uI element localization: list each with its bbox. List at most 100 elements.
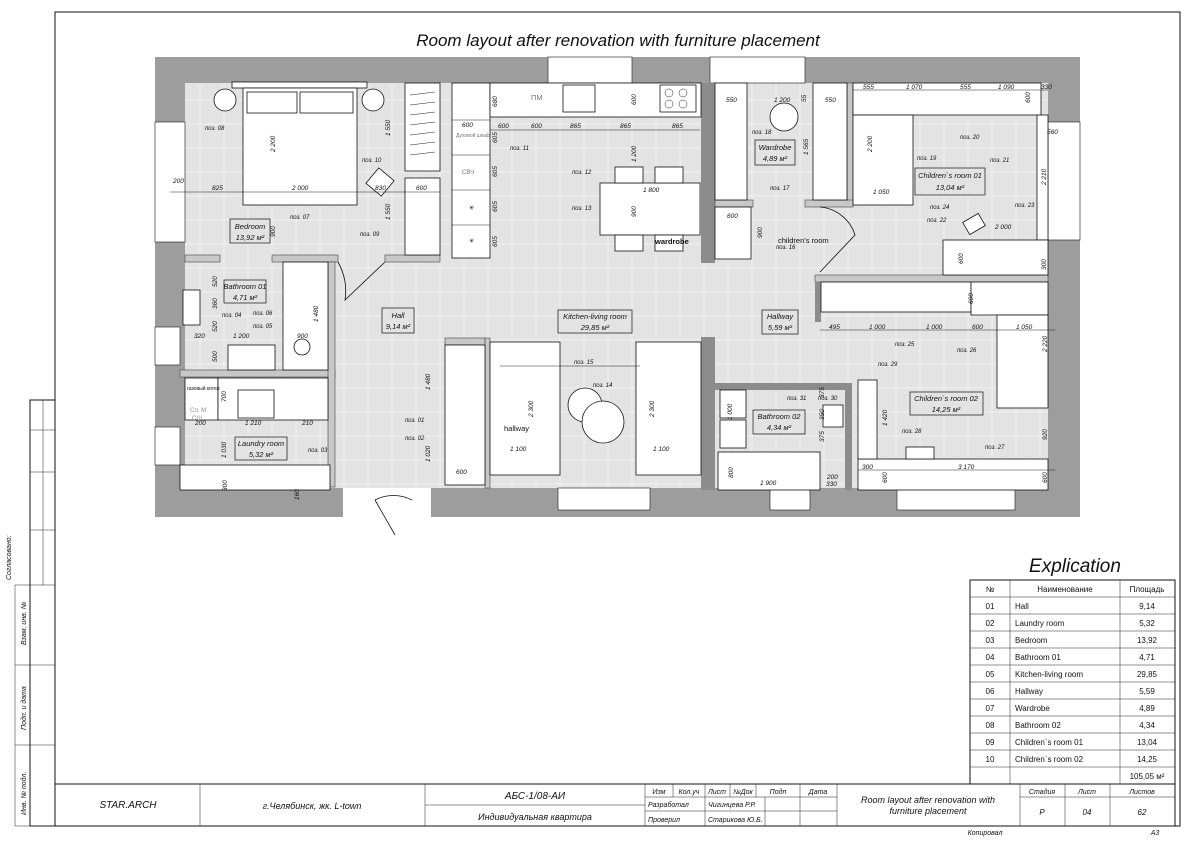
desk	[942, 239, 1049, 276]
explication-row-name: Children`s room 02	[1015, 755, 1084, 764]
window	[154, 426, 181, 466]
explication-row-name: Hallway	[1015, 687, 1043, 696]
explication-row-name: Bedroom	[1015, 636, 1048, 645]
pos-label: поз. 28	[902, 429, 922, 435]
dim: 600	[1042, 472, 1049, 483]
explication-row-number: 01	[986, 602, 995, 611]
explication-row-number: 03	[986, 636, 995, 645]
dim: 160	[294, 489, 301, 500]
floor-plan: ✳ ✳	[154, 56, 1081, 536]
dim: 550	[726, 97, 737, 104]
window	[154, 326, 181, 366]
dim: 1 420	[882, 409, 889, 426]
drawing-title: Room layout after renovation with furnit…	[416, 31, 821, 50]
explication-header-area: Площадь	[1130, 585, 1165, 594]
round-mirror	[769, 102, 799, 132]
interior-wall	[845, 383, 852, 490]
dim: 1 100	[653, 446, 670, 453]
partition	[484, 337, 491, 489]
pos-label: поз. 12	[572, 170, 592, 176]
dim: 375	[819, 431, 826, 442]
svg-text:14,25 м²: 14,25 м²	[932, 405, 961, 414]
shelf	[857, 379, 878, 460]
bathtub	[717, 451, 821, 491]
explication-row-name: Wardrobe	[1015, 704, 1050, 713]
dim: 1 070	[906, 84, 923, 91]
chair	[654, 166, 684, 184]
stamp-sign-date: Подп. и дата	[20, 686, 28, 730]
pos-label: поз. 31	[787, 396, 806, 402]
tb-header: Кол.уч	[679, 789, 700, 796]
svg-text:9,14 м²: 9,14 м²	[386, 322, 411, 331]
kitchen-column	[451, 82, 491, 259]
window	[769, 487, 811, 511]
sheet-title-line1: Room layout after renovation with	[861, 795, 995, 805]
boiler-cabinet	[184, 377, 219, 421]
partition	[444, 337, 486, 346]
explication-row-area: 5,32	[1139, 619, 1155, 628]
tb-header: Лист	[707, 789, 726, 796]
shelving	[179, 464, 331, 491]
dim: 600	[882, 472, 889, 483]
dim: 825	[212, 185, 223, 192]
toilet	[182, 289, 201, 326]
dim: 300	[1041, 259, 1048, 270]
dim: 2 220	[1042, 335, 1049, 353]
company-name: STAR.ARCH	[99, 800, 157, 811]
dim: 600	[727, 213, 738, 220]
checked-by: Старикова Ю.Б.	[708, 817, 763, 824]
developed-by: Чигинцева Р.Р.	[708, 802, 756, 809]
partition	[804, 199, 854, 208]
dim: 1 200	[774, 97, 791, 104]
dim: 1 000	[926, 324, 943, 331]
dim: 605	[492, 201, 499, 212]
explication-row-area: 4,71	[1139, 653, 1155, 662]
window	[557, 487, 651, 511]
pos-label: поз. 14	[593, 383, 613, 389]
svg-text:Bedroom: Bedroom	[235, 222, 265, 231]
dim: 500	[212, 351, 219, 362]
dim: 1 565	[803, 138, 810, 155]
explication-row-number: 04	[986, 653, 995, 662]
explication-row-number: 10	[986, 755, 995, 764]
wardrobe	[852, 82, 1042, 116]
pos-label: поз. 02	[405, 436, 425, 442]
dim: 600	[531, 123, 542, 130]
dim: 520	[212, 276, 219, 287]
explication-row-area: 4,89	[1139, 704, 1155, 713]
svg-text:Bathroom 01: Bathroom 01	[224, 282, 267, 291]
project-code: АБС-1/08-АИ	[504, 791, 566, 802]
dim: 900	[270, 226, 277, 237]
note-wardrobe: wardrobe	[654, 237, 689, 246]
window	[896, 487, 1016, 511]
coffee-table	[581, 400, 625, 444]
dim: 600	[456, 469, 467, 476]
explication-row-name: Kitchen-living room	[1015, 670, 1083, 679]
cooktop	[659, 84, 697, 113]
pos-label: поз. 01	[405, 418, 424, 424]
wardrobe-rack	[714, 206, 752, 260]
dim: 1 090	[998, 84, 1015, 91]
dim: 1 030	[221, 441, 228, 458]
headboard	[231, 81, 368, 89]
explication-row-number: 09	[986, 738, 995, 747]
pos-label: поз. 07	[290, 215, 310, 221]
sink	[719, 419, 747, 449]
dim: 600	[1025, 92, 1032, 103]
toilet	[822, 404, 844, 428]
dim: 2 300	[528, 400, 535, 418]
note-children-room: children's room	[778, 236, 829, 245]
explication-row-area: 13,92	[1137, 636, 1158, 645]
sheet-value: 04	[1083, 808, 1092, 817]
dim: 900	[631, 206, 638, 217]
hanger-lines	[409, 91, 436, 156]
entrance-door	[374, 495, 413, 536]
svg-text:Wardrobe: Wardrobe	[759, 143, 792, 152]
wardrobe	[404, 82, 441, 172]
partition	[714, 199, 754, 208]
dim: 600	[972, 324, 983, 331]
dim: 600	[968, 293, 975, 304]
project-name: Индивидуальная квартира	[478, 812, 592, 822]
pos-label: поз. 23	[1015, 203, 1035, 209]
